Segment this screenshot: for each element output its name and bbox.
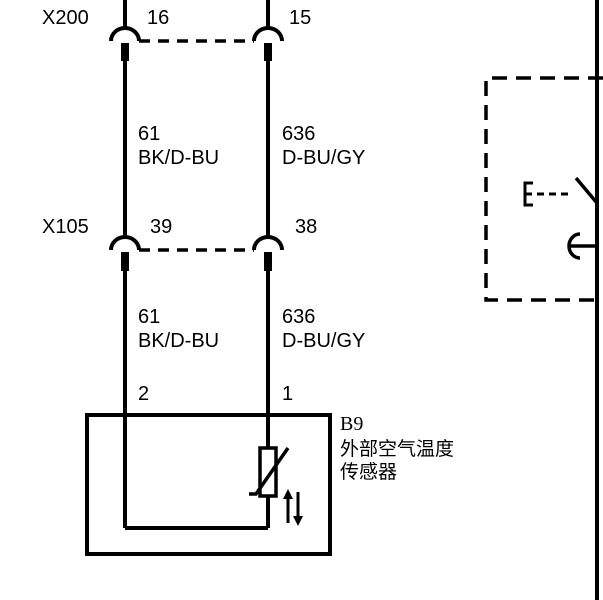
- switch-contact-icon: [574, 176, 599, 205]
- sensor-b9: 2 1 B9 外部空气温度 传感器: [85, 383, 454, 556]
- sensor-housing: [85, 413, 332, 556]
- wire-upper-right-color: D-BU/GY: [282, 147, 365, 169]
- wire-lower-left-circuit: 61: [138, 306, 160, 328]
- wire-upper-left-color: BK/D-BU: [138, 147, 219, 169]
- sensor-pin-left: 2: [138, 383, 149, 405]
- thermistor-icon: [258, 446, 278, 498]
- sensor-name-line1: 外部空气温度: [340, 438, 454, 460]
- adjacent-component-boundary: [484, 76, 603, 302]
- connector-x105-pin-left: 39: [150, 216, 172, 238]
- wire-upper-right-circuit: 636: [282, 123, 315, 145]
- thermistor-slash-icon: [249, 447, 290, 496]
- terminal-x105-left: [109, 235, 141, 251]
- connector-x200-id: X200: [42, 7, 89, 29]
- connector-x200: X200 16 15: [42, 0, 311, 61]
- wire-lower-right-circuit: 636: [282, 306, 315, 328]
- adjacent-component: [484, 0, 603, 600]
- sensor-ref: B9: [340, 413, 363, 435]
- connector-x105: X105 39 38: [42, 216, 317, 271]
- terminal-x200-right: [252, 26, 284, 42]
- terminal-x200-left: [109, 26, 141, 42]
- connector-x105-pin-right: 38: [295, 216, 317, 238]
- connector-x105-id: X105: [42, 216, 89, 238]
- pin-x105-left: [121, 252, 129, 271]
- pin-x200-right: [264, 43, 272, 61]
- terminal-x105-right: [252, 235, 284, 251]
- connector-x200-pin-right: 15: [289, 7, 311, 29]
- wires-lower: 61 BK/D-BU 636 D-BU/GY: [123, 270, 365, 415]
- wires-upper: 61 BK/D-BU 636 D-BU/GY: [123, 60, 365, 236]
- pin-x105-right: [264, 252, 272, 271]
- sensor-pin-right: 1: [282, 383, 293, 405]
- connector-x200-pin-left: 16: [147, 7, 169, 29]
- wire-upper-left-circuit: 61: [138, 123, 160, 145]
- wire-lower-left-color: BK/D-BU: [138, 330, 219, 352]
- temperature-arrows-icon: [283, 489, 303, 526]
- pin-x200-left: [121, 43, 129, 61]
- sensor-name-line2: 传感器: [340, 461, 397, 483]
- wire-lower-right-color: D-BU/GY: [282, 330, 365, 352]
